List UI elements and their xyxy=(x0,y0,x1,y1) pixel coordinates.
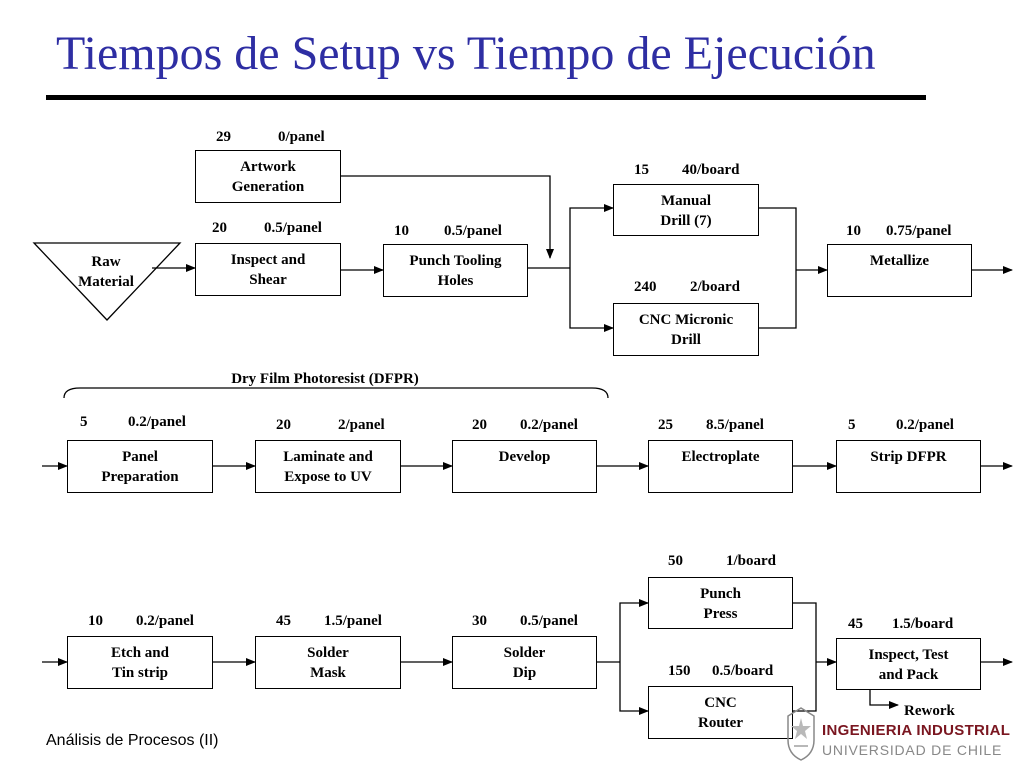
cnc-drill-run: 2/board xyxy=(690,279,741,295)
process-etch-and-tin-strip: Etch and Tin strip xyxy=(67,636,213,689)
crest-icon xyxy=(787,707,815,761)
process-cnc-micronic-drill: CNC Micronic Drill xyxy=(613,303,759,356)
cnc-router-run: 0.5/board xyxy=(712,663,774,679)
inspect-test-setup: 45 xyxy=(848,616,863,632)
logo-line-1: INGENIERIA INDUSTRIAL xyxy=(822,722,1011,739)
manual-drill-run: 40/board xyxy=(682,162,740,178)
cnc-router-setup: 150 xyxy=(668,663,691,679)
strip-dfpr-run: 0.2/panel xyxy=(896,417,954,433)
cnc-drill-setup: 240 xyxy=(634,279,657,295)
process-punch-press: Punch Press xyxy=(648,577,793,629)
metallize-run: 0.75/panel xyxy=(886,223,952,239)
solder-mask-run: 1.5/panel xyxy=(324,613,382,629)
raw-material-label: Raw Material xyxy=(78,254,134,290)
solder-dip-setup: 30 xyxy=(472,613,487,629)
dfpr-group-label: Dry Film Photoresist (DFPR) xyxy=(231,371,419,387)
electroplate-run: 8.5/panel xyxy=(706,417,764,433)
panel-prep-run: 0.2/panel xyxy=(128,414,186,430)
university-logo: INGENIERIA INDUSTRIAL UNIVERSIDAD DE CHI… xyxy=(786,704,1022,764)
etch-setup: 10 xyxy=(88,613,103,629)
artwork-setup: 29 xyxy=(216,129,231,145)
inspect-shear-run: 0.5/panel xyxy=(264,220,322,236)
raw-material-triangle xyxy=(32,242,182,321)
inspect-shear-setup: 20 xyxy=(212,220,227,236)
arrow-to-punch-press xyxy=(619,599,649,662)
solder-mask-setup: 45 xyxy=(276,613,291,629)
develop-setup: 20 xyxy=(472,417,487,433)
title-underline xyxy=(46,95,926,100)
develop-run: 0.2/panel xyxy=(520,417,578,433)
inspect-test-run: 1.5/board xyxy=(892,616,954,632)
process-panel-preparation: Panel Preparation xyxy=(67,440,213,493)
arrow-to-rework xyxy=(869,689,899,709)
dfpr-brace xyxy=(63,387,609,399)
process-strip-dfpr: Strip DFPR xyxy=(836,440,981,493)
footer-text: Análisis de Procesos (II) xyxy=(46,732,219,749)
metallize-setup: 10 xyxy=(846,223,861,239)
punch-tooling-setup: 10 xyxy=(394,223,409,239)
manual-drill-setup: 15 xyxy=(634,162,649,178)
punch-press-run: 1/board xyxy=(726,553,777,569)
rework-label: Rework xyxy=(904,703,955,719)
process-solder-mask: Solder Mask xyxy=(255,636,401,689)
laminate-run: 2/panel xyxy=(338,417,385,433)
arrow-to-manual-drill xyxy=(569,204,614,268)
solder-dip-run: 0.5/panel xyxy=(520,613,578,629)
process-manual-drill: Manual Drill (7) xyxy=(613,184,759,236)
laminate-setup: 20 xyxy=(276,417,291,433)
process-electroplate: Electroplate xyxy=(648,440,793,493)
punch-press-setup: 50 xyxy=(668,553,683,569)
process-inspect-and-shear: Inspect and Shear xyxy=(195,243,341,296)
punch-tooling-run: 0.5/panel xyxy=(444,223,502,239)
process-solder-dip: Solder Dip xyxy=(452,636,597,689)
arrow-artwork-to-punch xyxy=(341,175,554,259)
merge-drills xyxy=(759,207,797,329)
arrow-to-cnc-drill xyxy=(569,268,614,332)
etch-run: 0.2/panel xyxy=(136,613,194,629)
artwork-run: 0/panel xyxy=(278,129,325,145)
process-artwork-generation: Artwork Generation xyxy=(195,150,341,203)
process-develop: Develop xyxy=(452,440,597,493)
arrow-to-cnc-router xyxy=(619,662,649,715)
process-metallize: Metallize xyxy=(827,244,972,297)
strip-dfpr-setup: 5 xyxy=(848,417,856,433)
panel-prep-setup: 5 xyxy=(80,414,88,430)
process-inspect-test-pack: Inspect, Test and Pack xyxy=(836,638,981,690)
electroplate-setup: 25 xyxy=(658,417,673,433)
process-cnc-router: CNC Router xyxy=(648,686,793,739)
merge-finish xyxy=(793,602,817,712)
process-punch-tooling-holes: Punch Tooling Holes xyxy=(383,244,528,297)
page-title: Tiempos de Setup vs Tiempo de Ejecución xyxy=(56,27,876,80)
process-laminate-and-expose: Laminate and Expose to UV xyxy=(255,440,401,493)
logo-line-2: UNIVERSIDAD DE CHILE xyxy=(822,742,1003,758)
